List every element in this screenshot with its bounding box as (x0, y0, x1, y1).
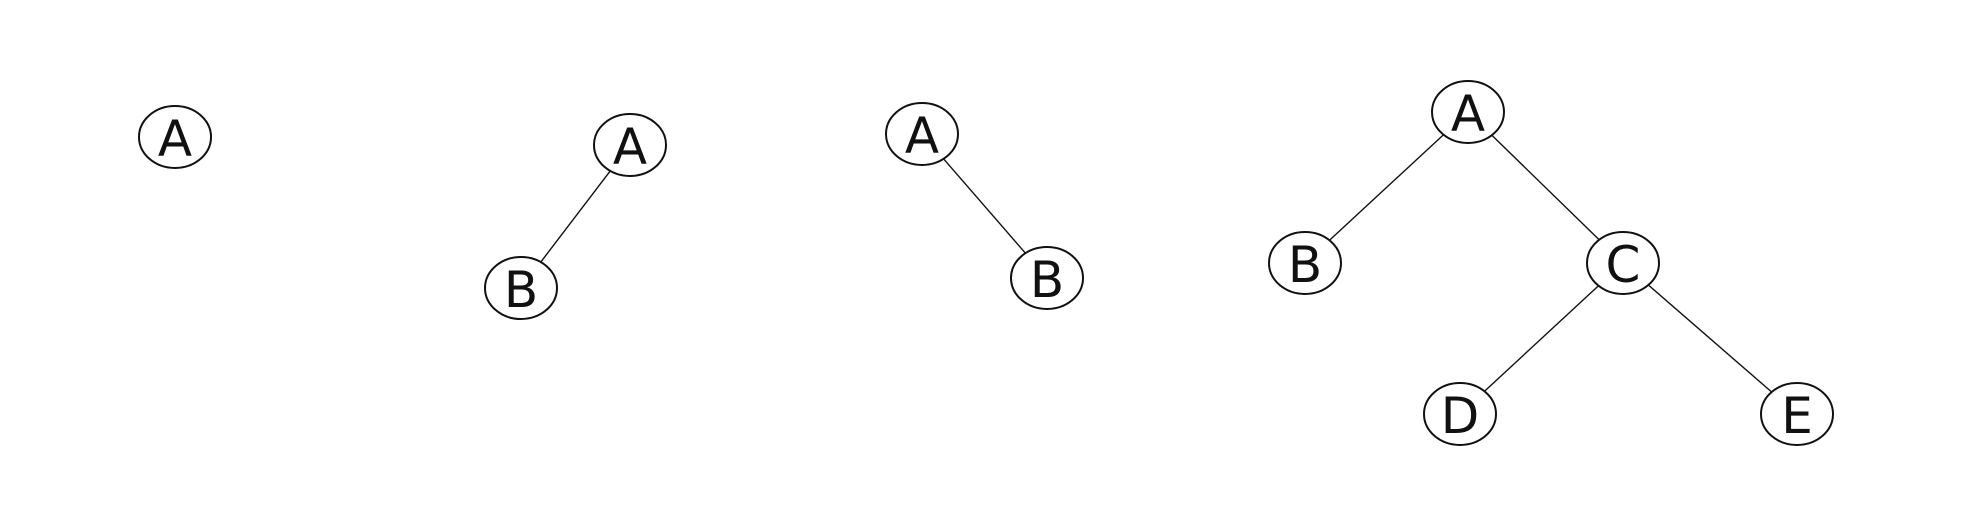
tree-3-node-a-label: A (905, 107, 939, 165)
tree-4-node-d-label: D (1441, 387, 1480, 445)
tree-4-node-d-shape (1423, 382, 1497, 446)
tree-3-edge-a-b (943, 158, 1026, 254)
tree-4-edge-a-c (1491, 134, 1600, 241)
tree-4-node-e-label: E (1781, 387, 1813, 445)
tree-4-node-b: B (1268, 231, 1342, 295)
tree-2-node-a-label: A (613, 118, 647, 176)
tree-2-node-a-shape (593, 113, 667, 177)
tree-1-node-a-shape (138, 105, 212, 169)
tree-4-node-c: C (1586, 231, 1660, 295)
tree-4-node-a-shape (1431, 80, 1505, 144)
tree-2-node-b-shape (484, 256, 558, 320)
tree-1-node-a: A (138, 105, 212, 169)
tree-3-node-b-shape (1010, 246, 1084, 310)
tree-4-edge-c-d (1484, 285, 1599, 392)
tree-2-node-b: B (484, 256, 558, 320)
tree-3-node-a: A (885, 102, 959, 166)
edges-layer (540, 134, 1773, 393)
tree-4-node-c-label: C (1606, 236, 1641, 294)
tree-4-edge-a-b (1329, 134, 1444, 241)
tree-4-node-a: A (1431, 80, 1505, 144)
tree-4-node-a-label: A (1451, 85, 1485, 143)
tree-4-node-c-shape (1586, 231, 1660, 295)
tree-2-edge-a-b (540, 170, 611, 263)
tree-3-node-a-shape (885, 102, 959, 166)
tree-4-node-b-shape (1268, 231, 1342, 295)
tree-2-node-a: A (593, 113, 667, 177)
tree-1-node-a-label: A (158, 110, 192, 168)
nodes-layer: A A B A B A B C D E (138, 80, 1834, 446)
tree-4-node-e: E (1760, 382, 1834, 446)
tree-3-node-b: B (1010, 246, 1084, 310)
tree-4-node-d: D (1423, 382, 1497, 446)
tree-4-node-b-label: B (1288, 236, 1322, 294)
tree-4-node-e-shape (1760, 382, 1834, 446)
tree-3-node-b-label: B (1030, 251, 1064, 309)
tree-4-edge-c-e (1647, 284, 1773, 393)
tree-2-node-b-label: B (504, 261, 538, 319)
